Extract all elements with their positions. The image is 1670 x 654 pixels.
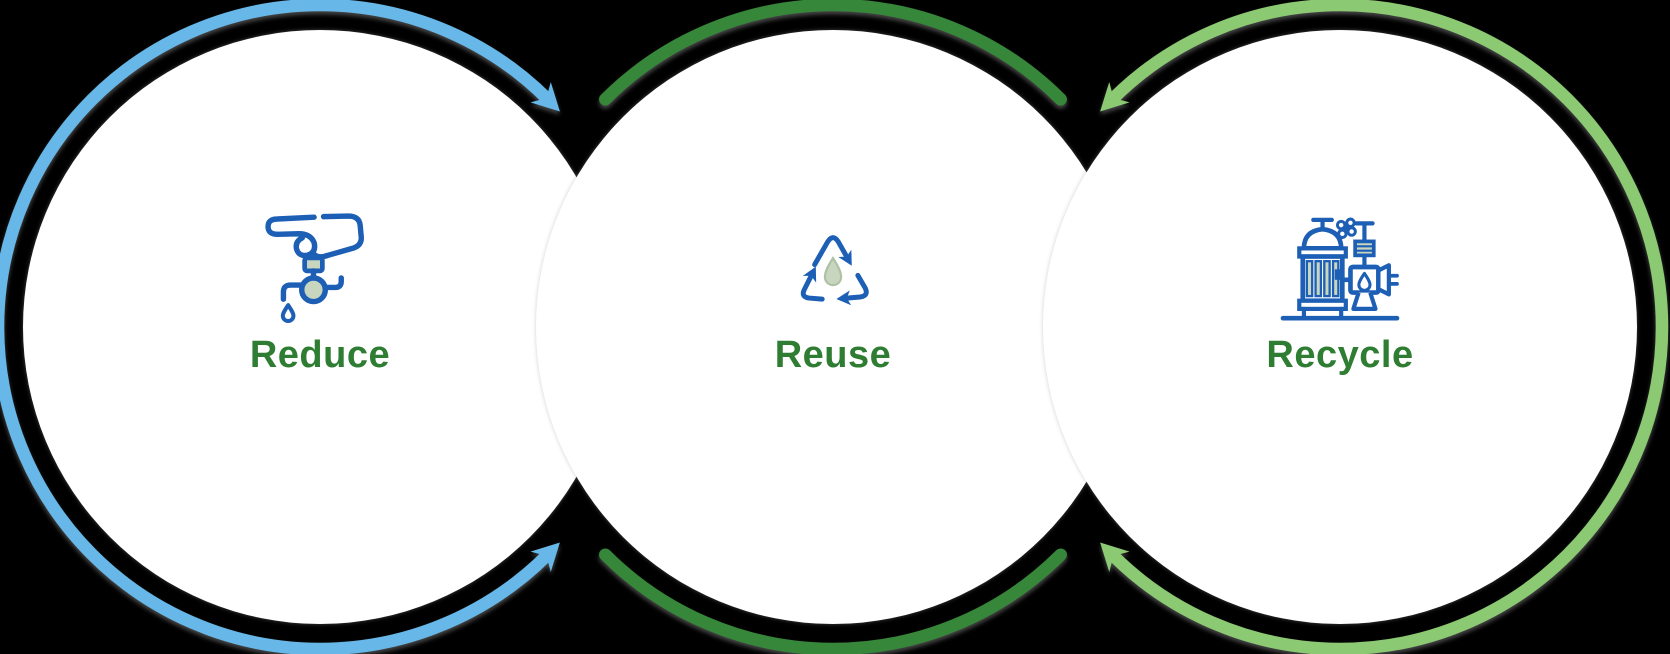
recycle-cycle-arrow bbox=[1100, 0, 1669, 654]
circle-reduce bbox=[23, 30, 617, 624]
water-pump-machine-icon bbox=[1280, 217, 1400, 321]
circle-reuse bbox=[536, 30, 1130, 624]
circle-recycle bbox=[1043, 30, 1637, 624]
step-label-reduce: Reduce bbox=[249, 334, 391, 376]
step-label-reuse: Reuse bbox=[774, 334, 892, 376]
step-reduce: Reduce bbox=[110, 0, 530, 654]
reuse-cycle-arrow-top bbox=[599, 0, 1067, 106]
reuse-cycle-arrow-bottom bbox=[599, 548, 1067, 654]
step-label-recycle: Recycle bbox=[1266, 334, 1414, 376]
recycling-arrows-water-drop-icon bbox=[800, 235, 869, 306]
step-reuse: Reuse bbox=[623, 0, 1043, 654]
step-recycle: Recycle bbox=[1130, 0, 1550, 654]
reduce-cycle-arrow bbox=[0, 0, 560, 654]
hand-turning-off-water-tap-icon bbox=[265, 213, 365, 323]
